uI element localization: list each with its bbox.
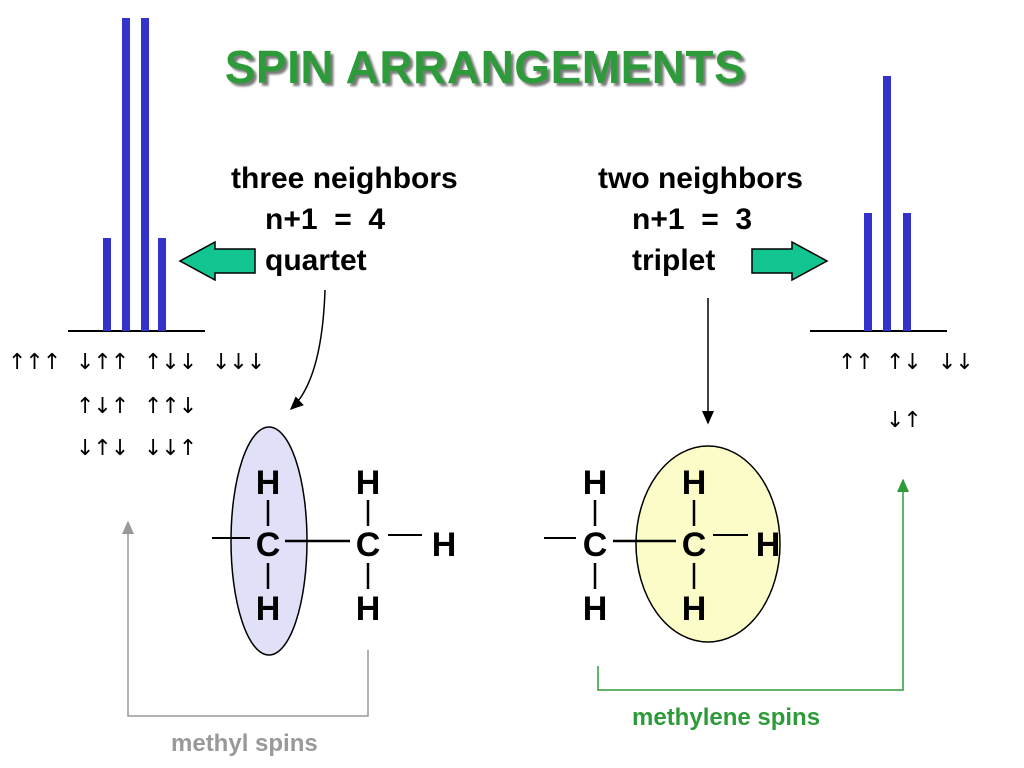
spin-combo: ↑↓ xyxy=(886,350,922,375)
triplet-peak-1 xyxy=(864,213,872,331)
atom-c: C xyxy=(355,526,381,564)
right-multiplicity-label: triplet xyxy=(632,244,716,277)
spin-combo: ↓↑ xyxy=(886,408,922,433)
atom-h: H xyxy=(582,464,608,502)
spin-combo: ↑↓↑ xyxy=(76,394,129,419)
quartet-peak-2 xyxy=(122,18,130,331)
atom-h: H xyxy=(681,464,707,502)
spin-combo: ↓↓↑ xyxy=(144,436,197,461)
atom-c: C xyxy=(255,526,281,564)
atom-c: C xyxy=(582,526,608,564)
spin-combo: ↓↓↓ xyxy=(212,350,265,375)
spin-combo: ↑↑↓ xyxy=(144,394,197,419)
left-rule-label: n+1 = 4 xyxy=(265,203,386,236)
methylene-spins-bracket xyxy=(597,478,909,691)
triplet-peak-2 xyxy=(883,76,891,331)
spin-combo: ↓↑↑ xyxy=(76,350,129,375)
atom-c: C xyxy=(681,526,707,564)
triplet-peak-3 xyxy=(903,213,911,331)
spin-combo: ↓↓ xyxy=(938,350,974,375)
methylene-spins-label: methylene spins xyxy=(632,704,821,731)
page-title: SPIN ARRANGEMENTS xyxy=(224,41,746,93)
spin-combo: ↑↓↓ xyxy=(144,350,197,375)
right-block-arrow xyxy=(751,240,829,282)
methylene-ellipse xyxy=(635,445,781,643)
atom-h: H xyxy=(255,464,281,502)
quartet-pointer-arrow xyxy=(289,289,326,411)
spin-combo: ↑↑ xyxy=(838,350,874,375)
atom-h: H xyxy=(355,464,381,502)
right-rule-label: n+1 = 3 xyxy=(632,203,753,236)
atom-h: H xyxy=(681,590,707,628)
methyl-spins-bracket xyxy=(122,520,369,717)
atom-h: H xyxy=(355,590,381,628)
quartet-peak-4 xyxy=(158,238,166,331)
left-multiplicity-label: quartet xyxy=(265,244,367,277)
atom-h: H xyxy=(431,526,457,564)
spin-combo: ↑↑↑ xyxy=(8,350,61,375)
left-neighbors-label: three neighbors xyxy=(231,162,458,195)
left-block-arrow xyxy=(178,240,256,282)
atom-h: H xyxy=(582,590,608,628)
atom-h: H xyxy=(755,526,781,564)
quartet-peak-1 xyxy=(103,238,111,331)
right-neighbors-label: two neighbors xyxy=(598,162,803,195)
atom-h: H xyxy=(255,590,281,628)
quartet-peak-3 xyxy=(141,18,149,331)
spin-combo: ↓↑↓ xyxy=(76,436,129,461)
methyl-spins-label: methyl spins xyxy=(171,730,318,757)
